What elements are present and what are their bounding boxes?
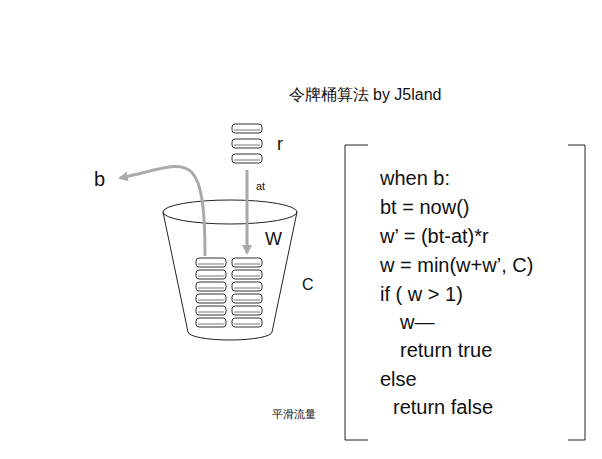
title: 令牌桶算法 by J5land <box>289 85 442 104</box>
node-label: C <box>302 275 314 294</box>
bucket <box>163 200 297 340</box>
code-line: bt = now() <box>380 195 469 219</box>
caption-note: 平滑流量 <box>272 408 316 421</box>
bracket <box>345 145 368 440</box>
node-label: W <box>265 229 282 251</box>
code-line: else <box>380 367 417 391</box>
edge-label: at <box>256 180 265 193</box>
bracket <box>568 145 585 440</box>
code-line: w’ = (bt-at)*r <box>380 224 489 248</box>
code-line: return false <box>393 395 493 419</box>
code-line: w— <box>400 310 434 334</box>
token-stack <box>196 124 262 327</box>
code-line: w = min(w+w’, C) <box>380 253 533 277</box>
code-line: return true <box>400 338 492 362</box>
take-arrow <box>120 166 205 256</box>
code-line: if ( w > 1) <box>380 282 463 306</box>
consumer-label: b <box>94 167 105 191</box>
token-bucket: WC <box>158 198 324 342</box>
node-label: r <box>277 134 283 156</box>
token-arrow <box>246 170 249 253</box>
token-source: r <box>226 118 298 170</box>
code-line: when b: <box>380 166 450 190</box>
